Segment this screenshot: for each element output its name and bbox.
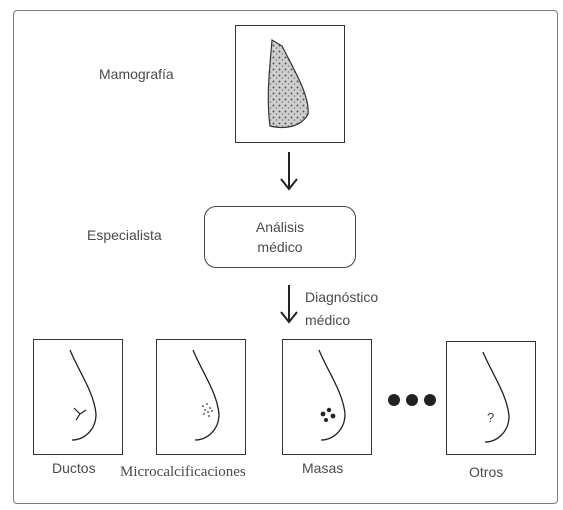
microcalcifications-breast-icon — [157, 340, 247, 456]
mammogram-image-icon — [236, 26, 346, 144]
diagnosis-line2: médico — [305, 312, 350, 328]
others-question-mark: ? — [487, 410, 494, 425]
arrow-down-icon — [279, 283, 299, 325]
ducts-breast-icon — [34, 340, 124, 456]
others-box: ? — [446, 341, 536, 455]
mammography-label: Mamografía — [99, 66, 174, 82]
medical-analysis-line1: Análisis — [205, 217, 355, 237]
ellipsis-dots-icon — [386, 392, 438, 408]
arrow-down-icon — [279, 150, 299, 192]
ducts-label: Ductos — [52, 460, 96, 476]
masses-label: Masas — [302, 460, 343, 476]
diagnosis-line1: Diagnóstico — [305, 289, 378, 305]
medical-analysis-box: Análisis médico — [204, 206, 356, 268]
others-breast-icon — [447, 342, 537, 456]
specialist-label: Especialista — [87, 227, 162, 243]
ducts-box — [33, 339, 123, 455]
mammogram-image-box — [235, 25, 345, 143]
microcalcifications-box — [156, 339, 246, 455]
medical-analysis-line2: médico — [205, 237, 355, 257]
others-label: Otros — [469, 464, 503, 480]
masses-box — [282, 339, 372, 455]
masses-breast-icon — [283, 340, 373, 456]
microcalcifications-label: Microcalcificaciones — [120, 464, 246, 481]
